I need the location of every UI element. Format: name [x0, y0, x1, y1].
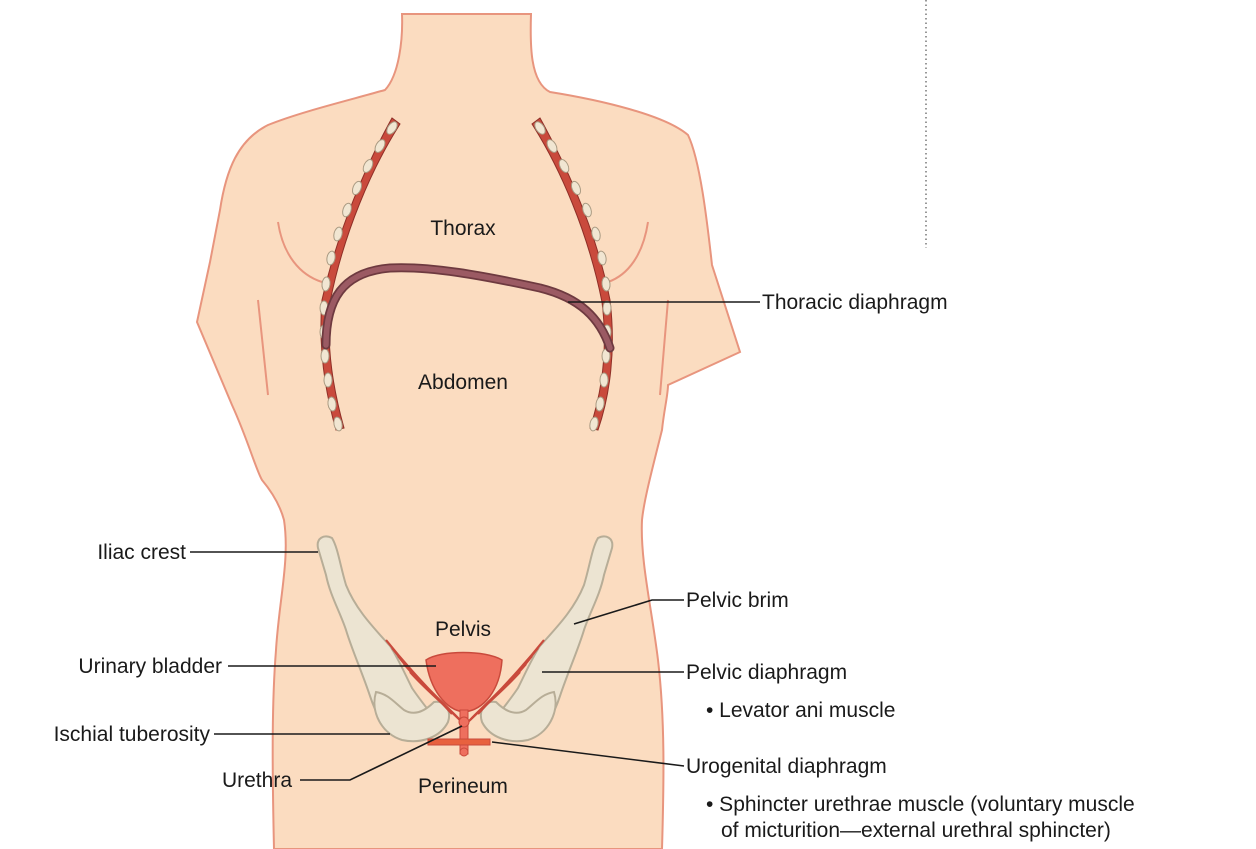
label-thorax: Thorax — [430, 217, 496, 240]
label-ischial-tuberosity: Ischial tuberosity — [54, 723, 211, 746]
label-levator-ani: • Levator ani muscle — [706, 699, 895, 722]
label-urethra: Urethra — [222, 769, 292, 792]
label-iliac-crest: Iliac crest — [97, 541, 186, 564]
label-urinary-bladder: Urinary bladder — [78, 655, 222, 678]
label-pelvis: Pelvis — [435, 618, 491, 641]
label-perineum: Perineum — [418, 775, 508, 798]
urethral-opening — [460, 748, 468, 756]
label-thoracic-diaphragm: Thoracic diaphragm — [762, 291, 948, 314]
label-pelvic-brim: Pelvic brim — [686, 589, 789, 612]
label-pelvic-diaphragm: Pelvic diaphragm — [686, 661, 847, 684]
label-sphincter-line1: • Sphincter urethrae muscle (voluntary m… — [706, 793, 1135, 816]
label-sphincter-line2: of micturition—external urethral sphinct… — [721, 819, 1111, 842]
label-abdomen: Abdomen — [418, 371, 508, 394]
urethral-sphincter — [459, 717, 469, 727]
label-urogenital-diaphragm: Urogenital diaphragm — [686, 755, 887, 778]
urogenital-diaphragm-bar — [428, 739, 490, 745]
